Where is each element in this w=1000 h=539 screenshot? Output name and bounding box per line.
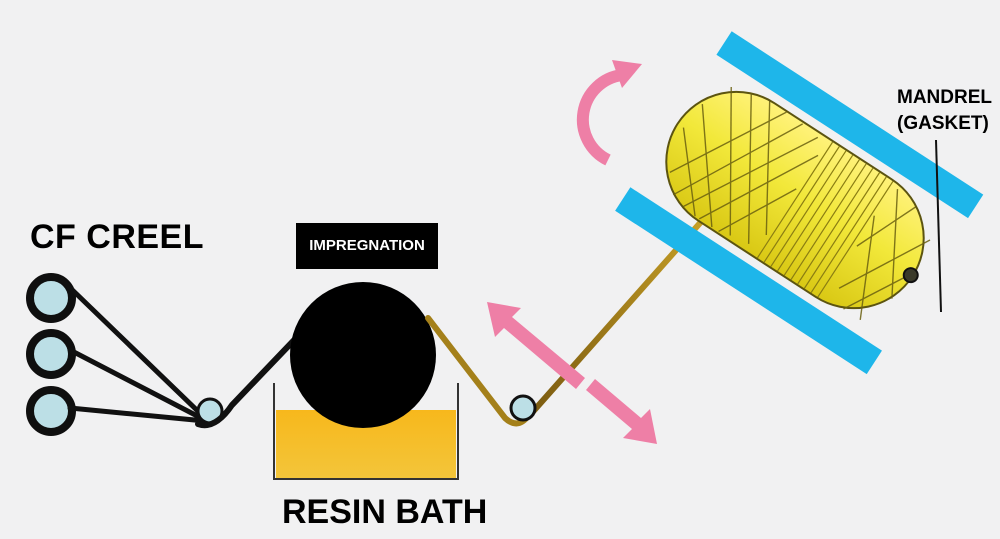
creel-label: CF CREEL (30, 218, 204, 256)
impregnation-label: IMPREGNATION (309, 237, 425, 254)
guide-roller-2 (509, 394, 537, 422)
heater-plate-bottom (615, 187, 882, 375)
mandrel-assembly (615, 31, 984, 375)
mandrel-leader-line (935, 139, 942, 313)
helical-winding-right (838, 189, 931, 320)
traverse-arrow-icon (487, 302, 657, 444)
mandrel-label: MANDREL (GASKET) (897, 85, 992, 137)
creel-spool-middle (26, 329, 76, 379)
creel-spool-top (26, 273, 76, 323)
creel-spools (26, 273, 76, 436)
dry-fiber-tows (59, 277, 208, 424)
impregnation-drum (290, 282, 436, 428)
impregnation-tag: IMPREGNATION (296, 223, 438, 269)
fiber-to-drum (195, 333, 301, 429)
creel-spool-bottom (26, 386, 76, 436)
resin-tank (273, 383, 459, 480)
rotation-arrow-icon (576, 60, 642, 166)
hoop-winding (756, 141, 894, 298)
mandrel-label-line2: (GASKET) (897, 113, 989, 134)
mandrel-gasket (902, 267, 919, 284)
heater-plate-top (716, 31, 984, 219)
resin-bath-label: RESIN BATH (282, 493, 488, 531)
helical-winding-left (669, 87, 819, 244)
mandrel-label-line1: MANDREL (897, 87, 992, 108)
